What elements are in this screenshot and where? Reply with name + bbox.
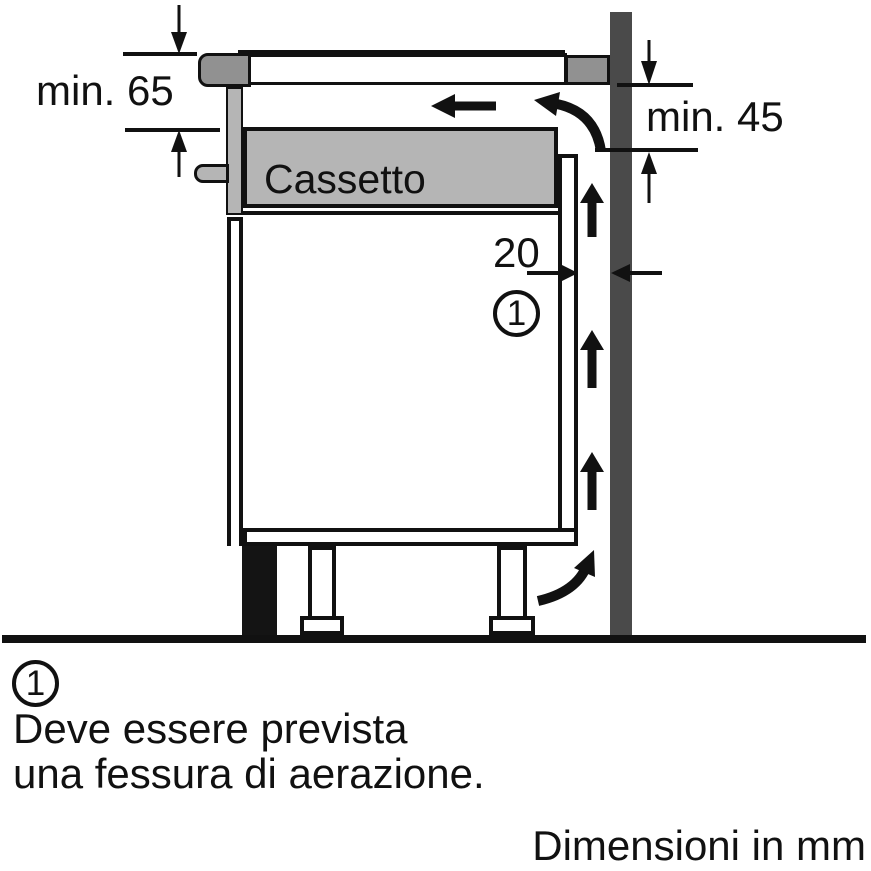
wall: [610, 12, 632, 635]
cabinet-foot: [489, 616, 535, 635]
cabinet-leg: [497, 546, 527, 622]
legend-marker-circle: 1: [12, 660, 59, 707]
dimension-label-min65: min. 65: [36, 67, 174, 114]
cabinet-back-panel: [558, 154, 578, 528]
dimension-arrow-left-icon: [611, 264, 630, 282]
airflow-up-arrow-icon: [580, 452, 604, 510]
callout-1-number: 1: [506, 294, 527, 333]
cabinet-foot: [300, 616, 344, 635]
airflow-curved-arrow-bottom-icon: [536, 550, 595, 606]
plinth-panel: [242, 546, 277, 635]
dimension-arrow-down-icon: [171, 32, 187, 54]
hob-mount-strip: [226, 87, 243, 215]
dimension-label-min45: min. 45: [646, 93, 784, 140]
units-note: Dimensioni in mm: [532, 822, 866, 869]
airflow-up-arrow-icon: [580, 183, 604, 237]
airflow-curved-arrow-top-icon: [534, 92, 606, 152]
dimension-arrow-right-icon: [560, 264, 578, 282]
floor-line: [2, 635, 866, 643]
note-line-2: una fessura di aerazione.: [13, 750, 485, 797]
cabinet-front-panel: [227, 217, 243, 546]
drawer: Cassetto: [243, 127, 558, 208]
note-line-1: Deve essere prevista: [13, 705, 408, 752]
dimension-min65: [123, 5, 220, 177]
dimension-gap20: [527, 264, 662, 282]
hob-mount-pin: [194, 164, 229, 183]
airflow-left-arrow-icon: [431, 94, 496, 118]
hob-left-trim: [198, 53, 251, 87]
dimension-arrow-up-icon: [641, 152, 657, 174]
hob-glass: [238, 50, 565, 57]
cabinet-bottom-panel: [243, 528, 578, 546]
dimension-arrow-down-icon: [641, 61, 657, 85]
cabinet-leg: [308, 546, 336, 622]
legend-marker-number: 1: [25, 664, 46, 703]
callout-1-circle: 1: [493, 290, 540, 337]
drawer-bottom-rail: [243, 211, 558, 215]
dimension-arrow-up-icon: [171, 130, 187, 152]
hob-right-trim: [565, 55, 610, 85]
dimension-min45: [595, 40, 698, 203]
drawer-label: Cassetto: [264, 156, 426, 202]
dimension-label-gap20: 20: [493, 229, 540, 276]
airflow-up-arrow-icon: [580, 330, 604, 388]
